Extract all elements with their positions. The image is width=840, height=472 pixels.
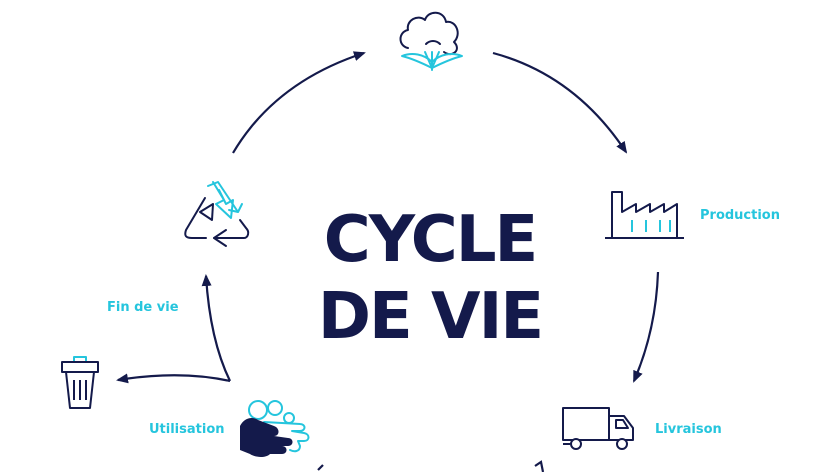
truck-icon <box>562 407 634 450</box>
factory-icon <box>605 191 684 239</box>
recycle-icon <box>184 181 250 247</box>
cycle-arrows <box>116 51 660 472</box>
arrow-to-recycle <box>201 274 231 382</box>
washing-hands-icon <box>240 400 310 457</box>
label-utilisation: Utilisation <box>149 422 225 437</box>
label-fin-de-vie: Fin de vie <box>107 300 179 315</box>
arrow-cotton-to-production <box>492 51 628 154</box>
trash-can-icon <box>61 356 99 409</box>
title-line-2: DE VIE <box>318 280 542 354</box>
arrow-livraison-bottom <box>534 460 545 472</box>
label-production: Production <box>700 208 780 223</box>
arrow-utilisation-to-fin-de-vie <box>116 373 231 384</box>
arrow-production-to-livraison <box>632 271 660 383</box>
arrow-utilisation-bottom <box>317 464 324 471</box>
label-livraison: Livraison <box>655 422 722 437</box>
arrow-recycle-to-cotton <box>232 51 366 154</box>
title-line-1: CYCLE <box>324 203 537 277</box>
cotton-plant-icon <box>399 11 463 71</box>
